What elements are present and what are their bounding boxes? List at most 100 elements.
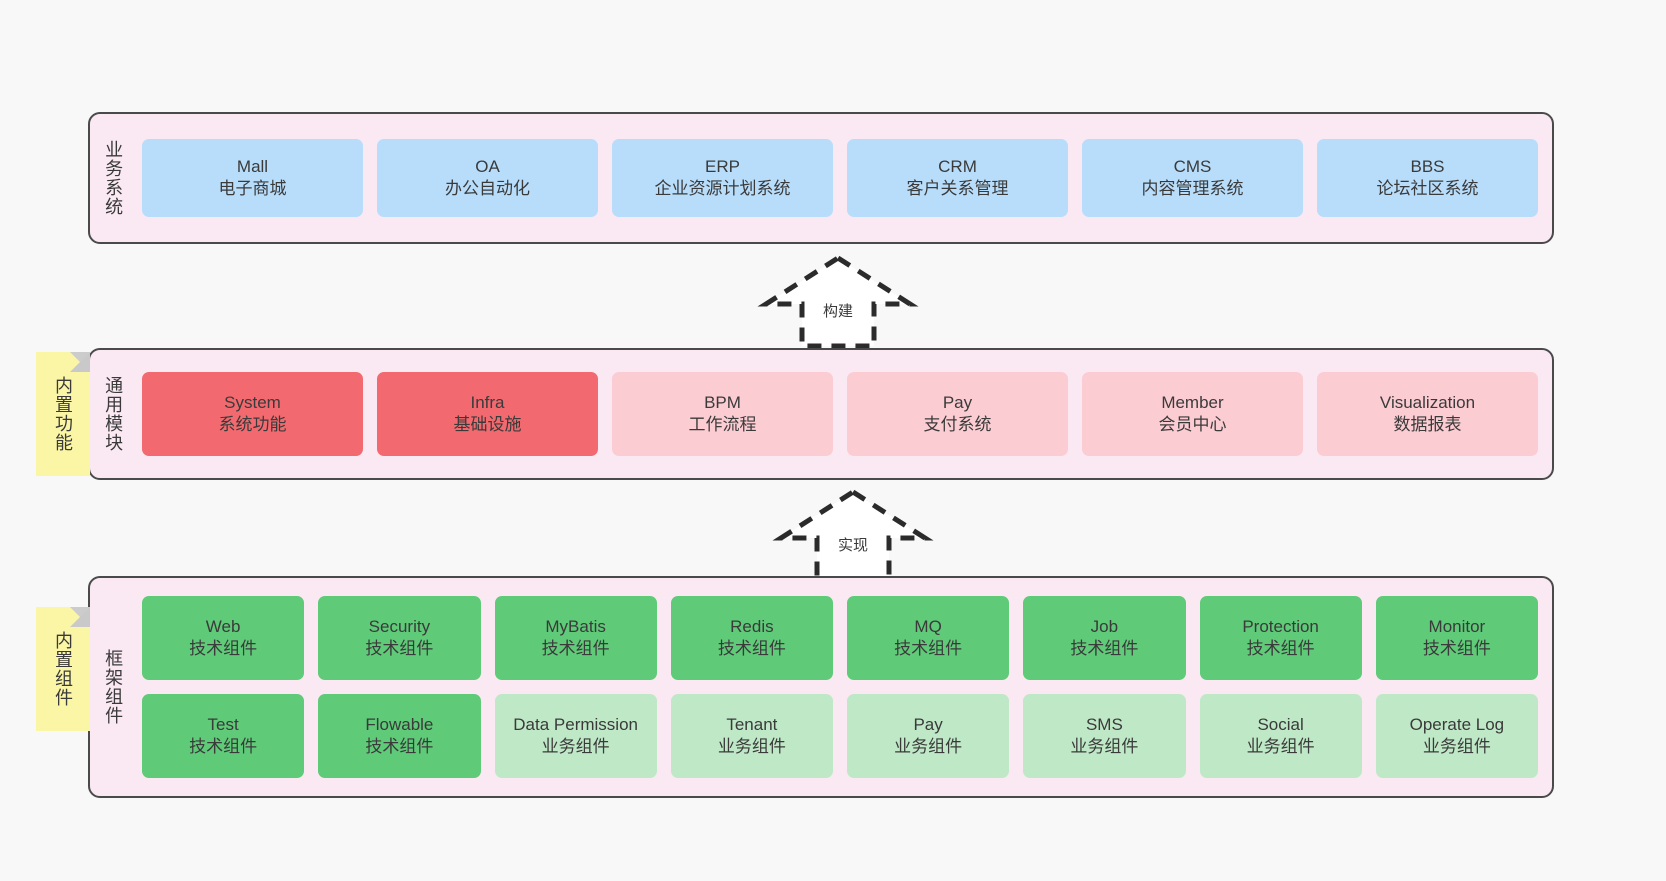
note-built-in-functions-label: 内置功能 [53, 376, 73, 452]
card-subtitle: 业务组件 [894, 737, 963, 756]
card-title: MQ [914, 616, 942, 636]
card-subtitle: 支付系统 [923, 415, 992, 434]
card-cms[interactable]: CMS 内容管理系统 [1082, 139, 1303, 217]
card-subtitle: 技术组件 [365, 639, 434, 658]
card-bbs[interactable]: BBS 论坛社区系统 [1317, 139, 1538, 217]
card-subtitle: 企业资源计划系统 [654, 179, 791, 198]
card-data-permission[interactable]: Data Permission 业务组件 [494, 694, 657, 778]
card-visualization[interactable]: Visualization 数据报表 [1317, 372, 1538, 456]
card-subtitle: 技术组件 [541, 639, 610, 658]
card-sms[interactable]: SMS 业务组件 [1023, 694, 1186, 778]
card-test[interactable]: Test 技术组件 [142, 694, 305, 778]
card-title: Security [368, 616, 431, 636]
card-redis[interactable]: Redis 技术组件 [670, 596, 833, 680]
card-security[interactable]: Security 技术组件 [318, 596, 481, 680]
note-fold-icon [70, 607, 90, 627]
card-title: Visualization [1379, 392, 1476, 412]
card-system[interactable]: System 系统功能 [142, 372, 363, 456]
card-pay[interactable]: Pay 业务组件 [847, 694, 1010, 778]
card-subtitle: 技术组件 [894, 639, 963, 658]
card-subtitle: 技术组件 [1246, 639, 1315, 658]
card-web[interactable]: Web 技术组件 [142, 596, 305, 680]
card-title: BPM [704, 392, 741, 412]
card-title: SMS [1085, 714, 1123, 734]
card-title: System [224, 392, 281, 412]
card-subtitle: 办公自动化 [445, 179, 530, 198]
card-subtitle: 工作流程 [688, 415, 757, 434]
card-title: Mall [236, 156, 269, 176]
arrow-build-label: 构建 [822, 303, 854, 320]
card-subtitle: 基础设施 [453, 415, 522, 434]
card-title: CMS [1173, 156, 1212, 176]
card-title: Social [1257, 714, 1304, 734]
card-subtitle: 技术组件 [1070, 639, 1139, 658]
arrow-implement-label: 实现 [837, 537, 869, 554]
card-title: Web [205, 616, 241, 636]
card-title: Redis [730, 616, 774, 636]
card-title: Protection [1242, 616, 1319, 636]
card-subtitle: 会员中心 [1158, 415, 1227, 434]
card-title: ERP [705, 156, 740, 176]
card-title: Test [207, 714, 239, 734]
card-mall[interactable]: Mall 电子商城 [142, 139, 363, 217]
card-subtitle: 系统功能 [218, 415, 287, 434]
card-title: Data Permission [513, 714, 638, 734]
card-erp[interactable]: ERP 企业资源计划系统 [612, 139, 833, 217]
note-built-in-components: 内置组件 [36, 607, 90, 731]
card-mq[interactable]: MQ 技术组件 [847, 596, 1010, 680]
card-operate-log[interactable]: Operate Log 业务组件 [1375, 694, 1538, 778]
arrow-build: 构建 [757, 254, 919, 350]
card-subtitle: 论坛社区系统 [1376, 179, 1479, 198]
card-title: Pay [942, 392, 973, 412]
card-oa[interactable]: OA 办公自动化 [377, 139, 598, 217]
card-subtitle: 业务组件 [541, 737, 610, 756]
card-monitor[interactable]: Monitor 技术组件 [1375, 596, 1538, 680]
card-infra[interactable]: Infra 基础设施 [377, 372, 598, 456]
card-subtitle: 技术组件 [717, 639, 786, 658]
card-title: BBS [1410, 156, 1445, 176]
card-title: Monitor [1428, 616, 1486, 636]
card-title: Pay [913, 714, 943, 734]
card-title: Operate Log [1409, 714, 1505, 734]
card-title: Infra [470, 392, 505, 412]
layer-title-business: 业务系统 [103, 140, 124, 216]
business-card-list: Mall 电子商城 OA 办公自动化 ERP 企业资源计划系统 CRM 客户关系管理 CMS 内容… [136, 114, 1552, 242]
card-subtitle: 内容管理系统 [1141, 179, 1244, 198]
layer-title-framework: 框架组件 [103, 649, 124, 725]
card-bpm[interactable]: BPM 工作流程 [612, 372, 833, 456]
card-subtitle: 客户关系管理 [906, 179, 1009, 198]
card-crm[interactable]: CRM 客户关系管理 [847, 139, 1068, 217]
card-title: OA [475, 156, 500, 176]
card-subtitle: 技术组件 [189, 737, 258, 756]
card-subtitle: 业务组件 [1070, 737, 1139, 756]
layer-title-modules: 通用模块 [103, 376, 124, 452]
card-subtitle: 业务组件 [1422, 737, 1491, 756]
card-subtitle: 技术组件 [365, 737, 434, 756]
card-subtitle: 技术组件 [189, 639, 258, 658]
card-subtitle: 业务组件 [717, 737, 786, 756]
card-subtitle: 数据报表 [1393, 415, 1462, 434]
layer-business-systems: 业务系统 Mall 电子商城 OA 办公自动化 ERP 企业资源计划系统 CRM 客户关系管理… [88, 112, 1554, 244]
card-subtitle: 技术组件 [1422, 639, 1491, 658]
card-title: CRM [938, 156, 977, 176]
note-fold-icon [70, 352, 90, 372]
card-tenant[interactable]: Tenant 业务组件 [670, 694, 833, 778]
card-job[interactable]: Job 技术组件 [1023, 596, 1186, 680]
note-built-in-components-label: 内置组件 [53, 631, 73, 707]
card-subtitle: 电子商城 [218, 179, 287, 198]
layer-common-modules: 通用模块 System 系统功能 Infra 基础设施 BPM 工作流程 Pay 支付系统 Me… [88, 348, 1554, 480]
card-protection[interactable]: Protection 技术组件 [1199, 596, 1362, 680]
card-title: Tenant [726, 714, 778, 734]
card-title: Job [1090, 616, 1119, 636]
card-pay[interactable]: Pay 支付系统 [847, 372, 1068, 456]
